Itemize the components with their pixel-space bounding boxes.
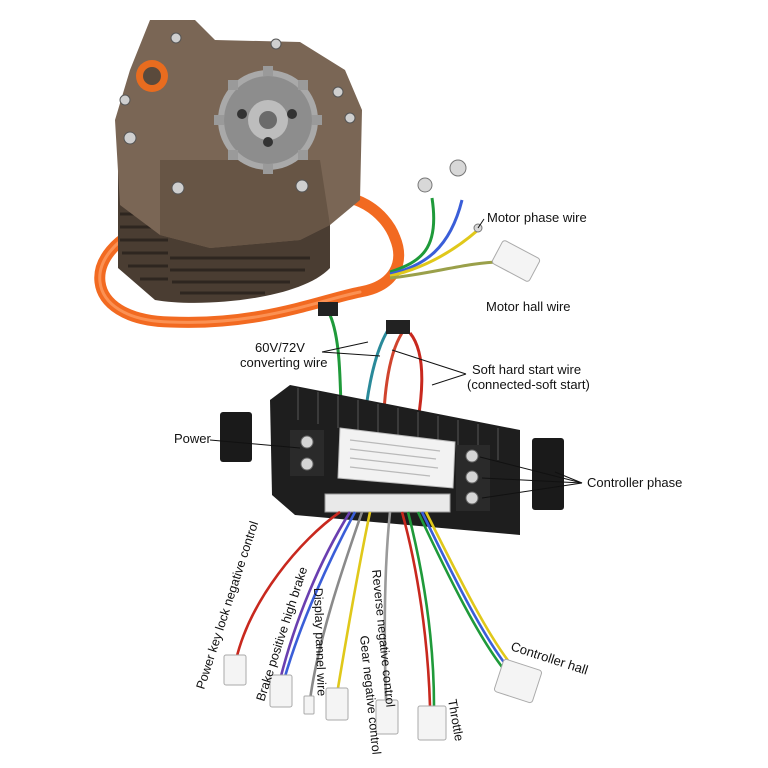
wire-hall-blue: [420, 511, 511, 671]
controller-tab-left: [220, 412, 252, 462]
motor-wire-green: [389, 197, 436, 274]
controller-label-lines: [349, 439, 441, 477]
leader-lines: [209, 218, 583, 499]
controller-label-plate: [337, 427, 456, 489]
orange-cable-highlight: [98, 223, 362, 324]
phase-terminal-1: [465, 449, 479, 463]
wire-brake-blue: [282, 511, 357, 681]
controller-hall-connector: [494, 658, 542, 704]
brake-connector: [269, 674, 293, 708]
label-converting-wire-line1: 60V/72V: [255, 340, 305, 355]
wire-hall-green: [416, 511, 508, 673]
power-terminal-1: [300, 435, 314, 449]
label-soft-start-line1: Soft hard start wire: [472, 362, 581, 377]
motor-cover-shade: [160, 160, 330, 248]
soft-start-connector: [386, 320, 410, 334]
motor-wire-yellow: [389, 228, 479, 278]
label-throttle: Throttle: [445, 698, 466, 742]
oil-cap-center: [143, 67, 161, 85]
wire-throttle-red: [400, 511, 432, 707]
wire-brake-purple: [278, 511, 352, 681]
label-motor-phase-wire: Motor phase wire: [487, 210, 587, 225]
label-power: Power: [174, 431, 212, 446]
phase-terminal-2: [465, 470, 479, 484]
bldc-motor: [94, 20, 541, 328]
wire-reverse-gray: [383, 511, 392, 701]
label-display-pannel: Display pannel wire: [311, 588, 329, 697]
power-terminal-2: [300, 457, 314, 471]
motor-hall-connector: [491, 240, 541, 282]
leader-phase-1: [479, 456, 583, 484]
label-converting-wire-line2: converting wire: [240, 355, 327, 370]
leader-power: [209, 439, 301, 449]
ring-terminals: [417, 159, 483, 233]
phase-terminal-3: [465, 491, 479, 505]
display-connector: [303, 695, 315, 715]
drive-sprocket: [214, 66, 322, 174]
wire-throttle-green: [406, 511, 436, 707]
motor-hall-bundle: [389, 260, 501, 280]
reverse-connector: [375, 699, 399, 735]
power-key-connector: [223, 654, 247, 686]
throttle-connector: [417, 705, 447, 741]
leader-converting-2: [321, 351, 381, 357]
leader-motor-phase: [477, 218, 485, 229]
label-soft-start-line2: (connected-soft start): [467, 377, 590, 392]
wire-power-key-red: [234, 510, 341, 661]
wire-hall-yellow: [424, 511, 515, 669]
housing-bolts: [119, 32, 356, 195]
leader-soft-start-2: [431, 373, 467, 386]
leader-phase-2: [481, 477, 583, 484]
controller-connector-strip: [324, 493, 451, 513]
gear-connector: [325, 687, 349, 721]
harness-wires: [234, 510, 515, 707]
harness-connectors: [223, 654, 542, 741]
wire-gear-yellow: [336, 511, 372, 689]
leader-soft-start-1: [391, 349, 467, 375]
leader-phase-3: [481, 482, 583, 499]
label-motor-hall-wire: Motor hall wire: [486, 299, 571, 314]
wire-display-gray: [308, 511, 364, 701]
leader-phase-tab: [554, 471, 583, 484]
controller: [220, 302, 564, 535]
label-controller-phase: Controller phase: [587, 475, 682, 490]
leader-converting-1: [321, 341, 369, 353]
motor-wire-blue: [389, 199, 464, 276]
converting-connector: [318, 302, 338, 316]
